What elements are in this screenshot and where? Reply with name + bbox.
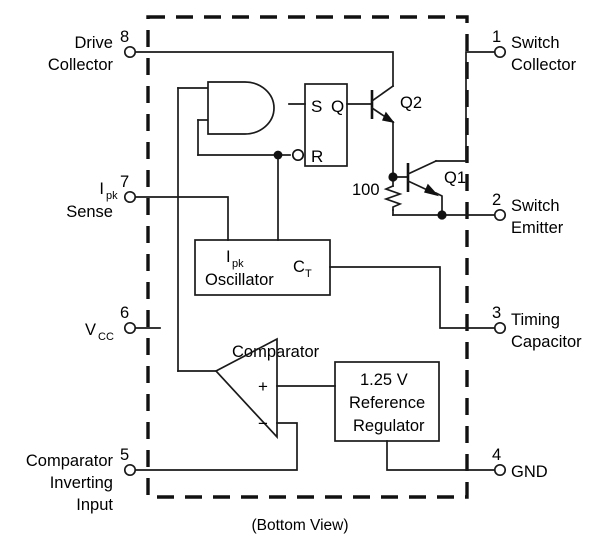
resistor-100-label: 100 — [352, 181, 380, 199]
pin-5-label-line2: Inverting — [50, 474, 113, 492]
oscillator-ct-label: C — [293, 258, 305, 276]
pin-5-label-line1: Comparator — [26, 452, 114, 470]
pin-6-label-subscript: CC — [98, 331, 114, 343]
pin-3-terminal-circle — [493, 321, 507, 335]
pin-2-terminal-circle — [493, 208, 507, 222]
oscillator-ipk-subscript: pk — [232, 258, 244, 270]
wire-q1-emitter-to-pin2 — [434, 191, 506, 216]
transistor-q1 — [406, 159, 440, 197]
flipflop-set-label: S — [311, 97, 322, 116]
pin-7-terminal-circle — [123, 190, 137, 204]
pin-2-switch-emitter[interactable]: 2 Switch Emitter — [492, 191, 564, 237]
pin-8-label-line1: Drive — [74, 34, 113, 52]
pin-7-ipk-sense[interactable]: 7 I pk Sense — [66, 173, 137, 221]
wire-pin7-to-oscillator — [134, 196, 229, 241]
pin-1-switch-collector[interactable]: 1 Switch Collector — [492, 28, 577, 74]
pin-1-label-line1: Switch — [511, 34, 560, 52]
pin-6-terminal-circle — [123, 321, 137, 335]
pin-7-label-line2: Sense — [66, 203, 113, 221]
q2-emitter-arrow-icon — [382, 111, 395, 124]
junction-dot-q2-emitter — [388, 172, 398, 182]
pin-2-label-line1: Switch — [511, 197, 560, 215]
reference-voltage-label: 1.25 V — [360, 371, 408, 389]
pin-5-terminal-circle — [123, 463, 137, 477]
pin-1-label-line2: Collector — [511, 56, 577, 74]
pin-8-drive-collector[interactable]: 8 Drive Collector — [48, 28, 137, 74]
wire-reference-to-pin4-gnd — [386, 440, 506, 471]
wire-ct-to-pin3 — [329, 266, 506, 329]
regulator-label: Regulator — [353, 417, 425, 435]
reference-regulator: 1.25 V Reference Regulator — [334, 361, 440, 442]
pin-6-number: 6 — [120, 304, 129, 322]
q1-emitter-arrow-icon — [424, 183, 440, 197]
pin-5-comparator-inverting-input[interactable]: 5 Comparator Inverting Input — [26, 446, 137, 514]
comparator-minus-sign: − — [258, 414, 268, 433]
wire-q1-collector-to-pin1 — [435, 51, 506, 162]
flipflop-reset-label: R — [311, 147, 323, 166]
pin-1-number: 1 — [492, 28, 501, 46]
pin-5-label-line3: Input — [76, 496, 113, 514]
oscillator-ct-subscript: T — [305, 268, 312, 280]
pin-8-terminal-circle — [123, 45, 137, 59]
transistor-q2-label: Q2 — [400, 94, 422, 112]
pin-8-label-line2: Collector — [48, 56, 114, 74]
comparator-title: Comparator — [232, 343, 320, 361]
pin-4-number: 4 — [492, 446, 501, 464]
pin-5-number: 5 — [120, 446, 129, 464]
diagram-caption: (Bottom View) — [251, 517, 348, 534]
pin-7-label-line1: I — [99, 180, 104, 198]
pin-4-label-line1: GND — [511, 463, 548, 481]
sr-flip-flop: S Q R — [291, 83, 348, 167]
pin-4-terminal-circle — [493, 463, 507, 477]
flipflop-q-label: Q — [331, 97, 344, 116]
pin-3-timing-capacitor[interactable]: 3 Timing Capacitor — [492, 304, 582, 351]
comparator-plus-sign: + — [258, 377, 268, 396]
oscillator-ipk-label: I — [226, 248, 231, 266]
pin-3-label-line1: Timing — [511, 311, 560, 329]
pin-7-label-subscript: pk — [106, 190, 118, 202]
ipk-oscillator: I pk Oscillator C T — [194, 239, 331, 296]
comparator: + − — [214, 337, 278, 440]
transistor-q1-label: Q1 — [444, 169, 466, 187]
wire-comparator-minus-to-pin5 — [134, 422, 298, 471]
reference-label: Reference — [349, 394, 425, 412]
pin-6-vcc[interactable]: 6 V CC — [85, 304, 137, 343]
resistor-100 — [383, 184, 403, 211]
junction-dot-reset-node — [273, 150, 283, 160]
pin-1-terminal-circle — [493, 45, 507, 59]
wiring — [134, 51, 506, 471]
reset-inverting-bubble-icon — [291, 148, 305, 162]
wire-pin8-to-q2-collector — [134, 51, 394, 87]
pin-2-number: 2 — [492, 191, 501, 209]
pin-3-label-line2: Capacitor — [511, 333, 582, 351]
pin-7-number: 7 — [120, 173, 129, 191]
pin-4-gnd[interactable]: 4 GND — [492, 446, 548, 481]
oscillator-label: Oscillator — [205, 271, 274, 289]
pin-3-number: 3 — [492, 304, 501, 322]
package-outline-dashed-box — [146, 15, 469, 499]
transistor-q2 — [370, 84, 395, 124]
pin-6-label-line1: V — [85, 321, 96, 339]
pin-2-label-line2: Emitter — [511, 219, 564, 237]
junction-dot-switch-emitter — [437, 210, 447, 220]
and-gate — [207, 81, 275, 135]
pin-8-number: 8 — [120, 28, 129, 46]
